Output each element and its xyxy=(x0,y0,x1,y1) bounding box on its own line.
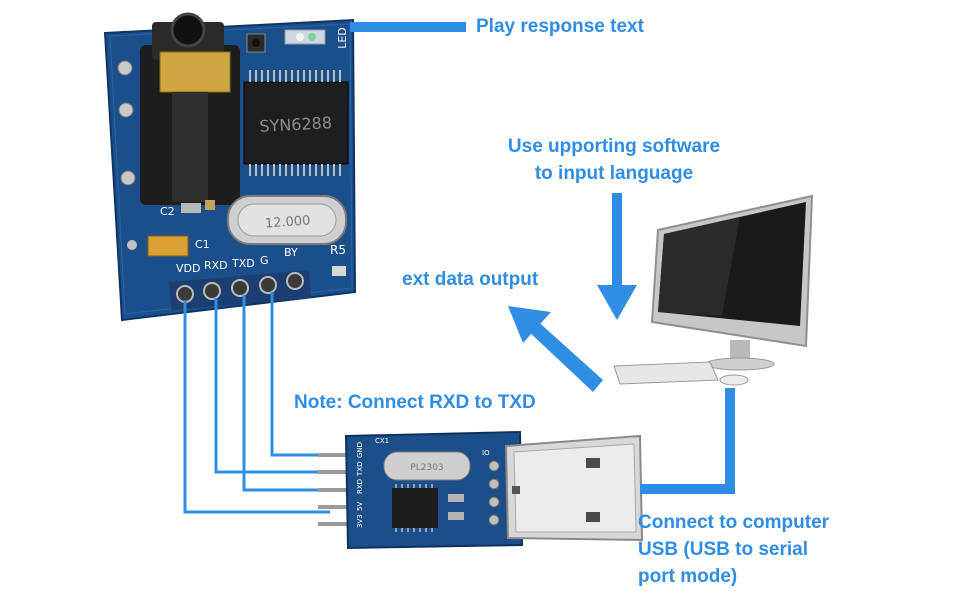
wire-vdd xyxy=(183,300,330,514)
pin-label-g: G xyxy=(260,254,269,267)
software-arrow-head xyxy=(597,285,637,320)
module-header-pins xyxy=(169,269,311,311)
usb-pin-5v: 5V xyxy=(356,502,364,511)
crystal: 12.000 xyxy=(227,195,347,245)
usb-io-label: IO xyxy=(482,449,490,457)
led-label: LED xyxy=(336,27,349,49)
pin-labels: VDD RXD TXD G BY xyxy=(176,246,298,275)
speech-module: SYN6288 LED 12.000 C2 C1 VDD RXD TXD G B… xyxy=(103,12,357,322)
arrows xyxy=(350,22,735,494)
computer xyxy=(613,194,814,386)
chip-marking: SYN6288 xyxy=(259,113,333,136)
ext-data-text: ext data output xyxy=(402,269,539,290)
usb-crystal-marking: PL2303 xyxy=(410,463,443,473)
usb-label: Connect to computer USB (USB to serial p… xyxy=(638,509,829,590)
led-connector-line xyxy=(350,22,466,32)
software-label-line1: Use upporting software xyxy=(507,136,721,157)
wire-txd xyxy=(242,295,330,492)
audio-jack xyxy=(140,12,240,205)
play-response-text: Play response text xyxy=(476,16,644,37)
usb-adapter: GND TXD RXD 5V 3V3 CX1 PL2303 IO xyxy=(318,430,644,550)
usb-label-line1: Connect to computer xyxy=(638,512,830,533)
usb-pin-labels: GND TXD RXD 5V 3V3 xyxy=(356,442,364,528)
pin-label-by: BY xyxy=(284,246,298,259)
usb-pin-3v3: 3V3 xyxy=(356,514,364,528)
resistor-label: R5 xyxy=(330,243,346,257)
usb-pin-txd: TXD xyxy=(356,462,364,477)
note-label: Note: Connect RXD to TXD xyxy=(294,389,536,416)
wires xyxy=(183,292,330,514)
software-label: Use upporting software to input language xyxy=(488,133,740,187)
software-arrow-shaft xyxy=(612,193,622,285)
cap-c1-label: C1 xyxy=(195,238,210,251)
ext-data-label: ext data output xyxy=(402,266,538,293)
wire-rxd xyxy=(214,298,330,474)
pin-label-vdd: VDD xyxy=(176,262,200,275)
note-text: Note: Connect RXD to TXD xyxy=(294,392,536,413)
usb-pin-gnd: GND xyxy=(356,442,364,458)
crystal-marking: 12.000 xyxy=(265,213,311,231)
usb-pin-rxd: RXD xyxy=(356,479,364,494)
main-chip: SYN6288 xyxy=(243,70,349,176)
ext-arrow-head xyxy=(508,306,551,343)
play-response-label: Play response text xyxy=(476,13,644,40)
cap-c2-label: C2 xyxy=(160,205,175,218)
usb-cap-label: CX1 xyxy=(375,437,389,445)
usb-label-line2: USB (USB to serial xyxy=(638,539,808,560)
usb-label-line3: port mode) xyxy=(638,566,738,587)
wire-gnd xyxy=(270,292,330,457)
usb-plug xyxy=(504,434,644,542)
pin-label-txd: TXD xyxy=(231,257,255,270)
software-label-line2: to input language xyxy=(534,163,694,184)
usb-connector-horizontal xyxy=(640,484,735,494)
usb-connector-vertical xyxy=(725,388,735,494)
pin-label-rxd: RXD xyxy=(204,259,228,272)
ext-arrow-shaft xyxy=(525,318,603,392)
